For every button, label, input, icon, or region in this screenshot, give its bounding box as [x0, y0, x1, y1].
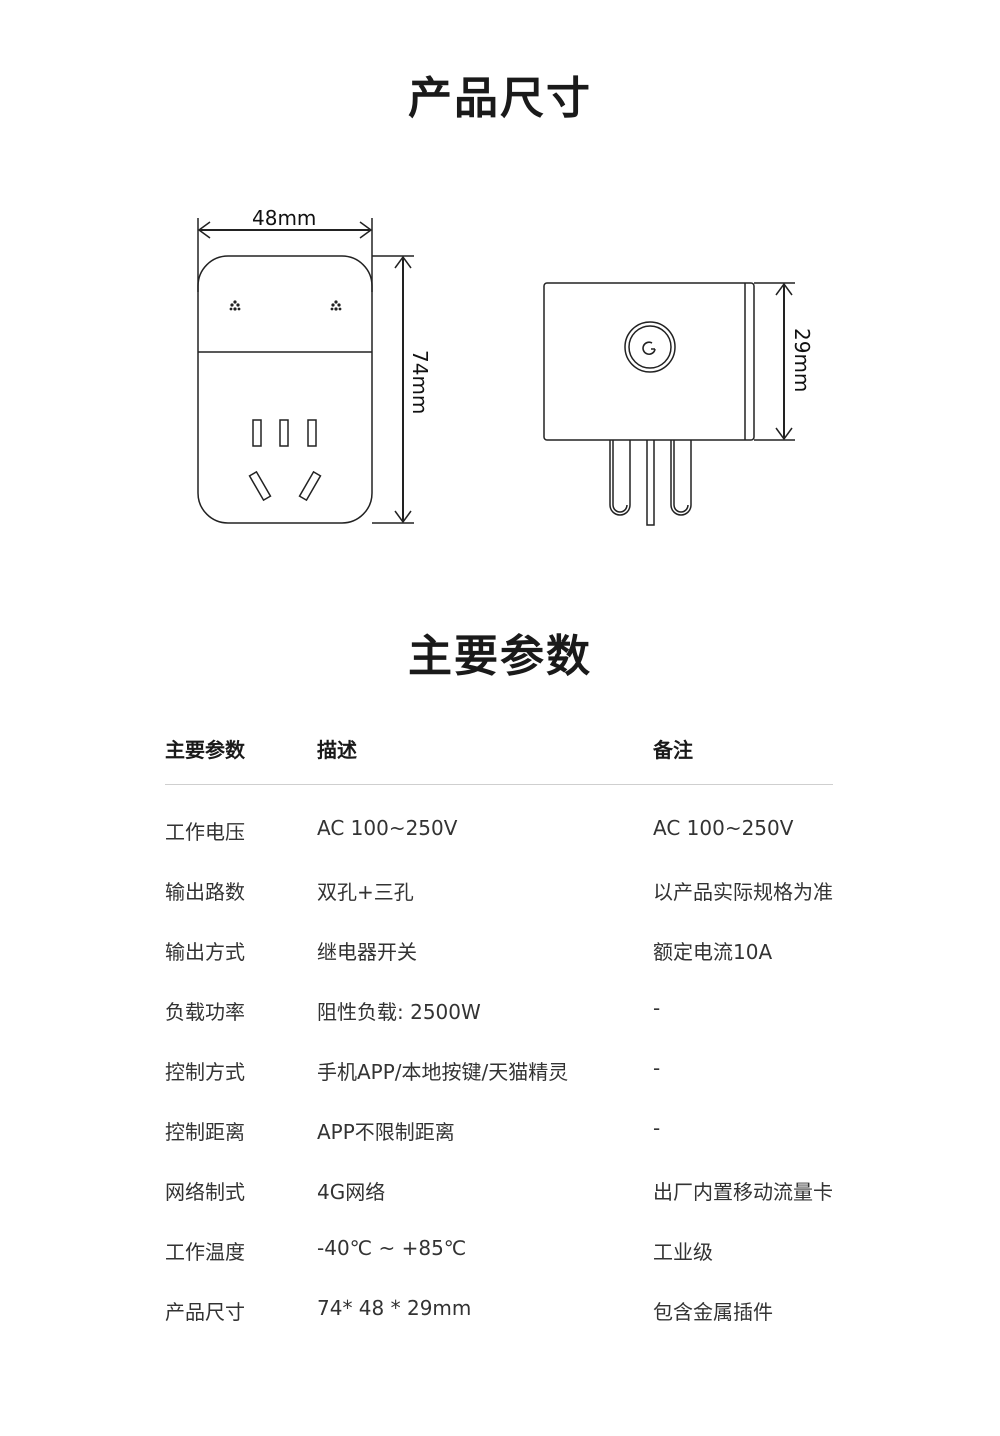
param-desc: 双孔+三孔 — [317, 880, 414, 904]
param-desc: AC 100~250V — [317, 816, 458, 840]
param-name: 输出路数 — [165, 880, 245, 904]
table-row: 控制方式 手机APP/本地按键/天猫精灵 - — [165, 1056, 855, 1116]
param-remark: 包含金属插件 — [653, 1300, 773, 1324]
dimension-drawings — [197, 218, 795, 526]
section-title-parameters: 主要参数 — [408, 631, 592, 682]
param-remark: - — [653, 1116, 661, 1140]
param-name: 网络制式 — [165, 1180, 245, 1204]
param-name: 工作电压 — [165, 820, 245, 844]
header-remark: 备注 — [653, 738, 693, 762]
param-remark: - — [653, 996, 661, 1020]
header-description: 描述 — [317, 738, 357, 762]
height-label: 74mm — [408, 350, 432, 415]
param-name: 负载功率 — [165, 1000, 245, 1024]
param-remark: 以产品实际规格为准 — [653, 880, 833, 904]
table-header: 主要参数 描述 备注 — [165, 734, 833, 785]
param-desc: -40℃ ~ +85℃ — [317, 1236, 467, 1260]
param-name: 控制方式 — [165, 1060, 245, 1084]
table-row: 网络制式 4G网络 出厂内置移动流量卡 — [165, 1176, 855, 1236]
param-remark: AC 100~250V — [653, 816, 794, 840]
param-desc: 阻性负载: 2500W — [317, 1000, 481, 1024]
param-name: 产品尺寸 — [165, 1300, 245, 1324]
param-remark: 出厂内置移动流量卡 — [653, 1180, 833, 1204]
section-title-dimensions: 产品尺寸 — [408, 73, 592, 124]
width-label: 48mm — [252, 206, 317, 230]
header-parameter: 主要参数 — [165, 738, 245, 762]
table-row: 产品尺寸 74* 48 * 29mm 包含金属插件 — [165, 1296, 855, 1356]
indicator-dots-icon — [229, 300, 342, 311]
table-row: 负载功率 阻性负载: 2500W - — [165, 996, 855, 1056]
depth-label: 29mm — [790, 328, 814, 393]
param-remark: 工业级 — [653, 1240, 713, 1264]
parameters-table: 主要参数 描述 备注 工作电压 AC 100~250V AC 100~250V … — [165, 734, 855, 1324]
param-desc: 手机APP/本地按键/天猫精灵 — [317, 1060, 569, 1084]
param-remark: 额定电流10A — [653, 940, 773, 964]
param-name: 控制距离 — [165, 1120, 245, 1144]
front-view-drawing — [197, 218, 414, 524]
table-row: 工作电压 AC 100~250V AC 100~250V — [165, 816, 855, 876]
table-row: 输出路数 双孔+三孔 以产品实际规格为准 — [165, 876, 855, 936]
table-row: 控制距离 APP不限制距离 - — [165, 1116, 855, 1176]
table-row: 输出方式 继电器开关 额定电流10A — [165, 936, 855, 996]
param-remark: - — [653, 1056, 661, 1080]
param-desc: APP不限制距离 — [317, 1120, 455, 1144]
table-row: 工作温度 -40℃ ~ +85℃ 工业级 — [165, 1236, 855, 1296]
param-name: 工作温度 — [165, 1240, 245, 1264]
param-desc: 4G网络 — [317, 1180, 386, 1204]
side-view-drawing — [543, 282, 795, 526]
param-desc: 继电器开关 — [317, 940, 417, 964]
param-desc: 74* 48 * 29mm — [317, 1296, 472, 1320]
param-name: 输出方式 — [165, 940, 245, 964]
